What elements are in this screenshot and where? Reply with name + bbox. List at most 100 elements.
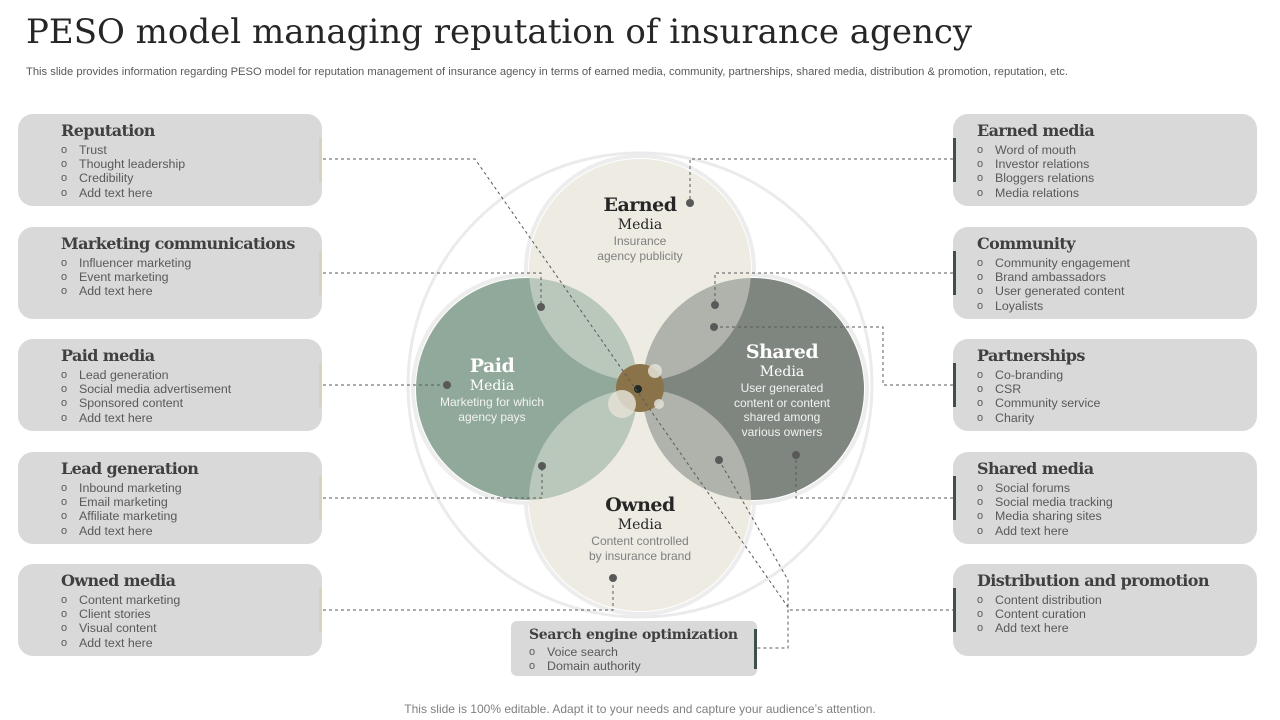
list-item: Add text here (61, 636, 312, 650)
bubble-tiny (654, 399, 664, 409)
connector-shared-media (795, 455, 953, 499)
card-distribution-and-promotion: Distribution and promotion Content distr… (953, 564, 1257, 656)
connector-marketing-communications (323, 272, 542, 307)
card-community: Community Community engagement Brand amb… (953, 227, 1257, 319)
owned-subtitle: Media (617, 517, 663, 533)
list-item: Trust (61, 143, 312, 157)
list-item: Loyalists (977, 299, 1247, 313)
list-item: Add text here (977, 524, 1247, 538)
list-item: Voice search (529, 645, 747, 659)
card-title: Reputation (61, 121, 155, 140)
list-item: Content marketing (61, 593, 312, 607)
card-reputation: Reputation Trust Thought leadership Cred… (18, 114, 322, 206)
list-item: Event marketing (61, 270, 312, 284)
list-item: User generated content (977, 284, 1247, 298)
shared-title: Shared (745, 341, 819, 363)
list-item: Credibility (61, 171, 312, 185)
connector-reputation (323, 158, 953, 611)
card-lead-generation: Lead generation Inbound marketing Email … (18, 452, 322, 544)
card-title: Earned media (977, 121, 1095, 140)
list-item: Content curation (977, 607, 1247, 621)
connector-community (714, 272, 953, 305)
list-item: Client stories (61, 607, 312, 621)
list-item: Domain authority (529, 659, 747, 673)
card-title: Lead generation (61, 459, 199, 478)
paid-description: Marketing for which agency pays (439, 395, 545, 424)
card-shared-media: Shared media Social forums Social media … (953, 452, 1257, 544)
card-list: Voice search Domain authority (529, 645, 747, 674)
list-item: Visual content (61, 621, 312, 635)
owned-title: Owned (605, 494, 675, 516)
card-title: Community (977, 234, 1076, 253)
earned-overlay (529, 159, 751, 381)
owned-label: Owned Media Content controlled by insura… (560, 494, 720, 563)
card-list: Lead generation Social media advertiseme… (61, 368, 312, 425)
card-paid-media: Paid media Lead generation Social media … (18, 339, 322, 431)
card-partnerships: Partnerships Co-branding CSR Community s… (953, 339, 1257, 431)
card-list: Social forums Social media tracking Medi… (977, 481, 1247, 538)
shared-label: Shared Media User generated content or c… (712, 341, 852, 439)
connector-lines (323, 158, 953, 649)
owned-description: Content controlled by insurance brand (588, 534, 692, 563)
card-title: Search engine optimization (529, 627, 738, 643)
connector-dots (443, 199, 800, 582)
list-item: Content distribution (977, 593, 1247, 607)
earned-description: Insurance agency publicity (597, 234, 683, 263)
shared-description: User generated content or content shared… (733, 381, 831, 439)
list-item: Social media advertisement (61, 382, 312, 396)
list-item: Word of mouth (977, 143, 1247, 157)
card-list: Trust Thought leadership Credibility Add… (61, 143, 312, 200)
card-title: Partnerships (977, 346, 1085, 365)
card-list: Inbound marketing Email marketing Affili… (61, 481, 312, 538)
card-list: Word of mouth Investor relations Blogger… (977, 143, 1247, 200)
earned-title: Earned (603, 194, 678, 216)
paid-title: Paid (469, 355, 515, 377)
card-title: Owned media (61, 571, 176, 590)
list-item: Add text here (61, 284, 312, 298)
list-item: Influencer marketing (61, 256, 312, 270)
list-item: Community engagement (977, 256, 1247, 270)
earned-subtitle: Media (617, 217, 663, 233)
card-title: Marketing communications (61, 234, 295, 253)
paid-label: Paid Media Marketing for which agency pa… (421, 355, 563, 424)
card-title: Paid media (61, 346, 155, 365)
list-item: Co-branding (977, 368, 1247, 382)
shared-subtitle: Media (759, 364, 805, 380)
shared-circle (642, 278, 864, 500)
list-item: Social forums (977, 481, 1247, 495)
list-item: Lead generation (61, 368, 312, 382)
page-subtitle: This slide provides information regardin… (26, 66, 1069, 78)
list-item: Charity (977, 411, 1247, 425)
connector-owned-media (323, 578, 614, 611)
earned-label: Earned Media Insurance agency publicity (560, 194, 720, 263)
list-item: Thought leadership (61, 157, 312, 171)
bubble-small (648, 364, 662, 378)
card-list: Community engagement Brand ambassadors U… (977, 256, 1247, 313)
list-item: CSR (977, 382, 1247, 396)
paid-circle (416, 278, 638, 500)
list-item: Add text here (61, 186, 312, 200)
footer-note: This slide is 100% editable. Adapt it to… (404, 702, 876, 716)
connector-partnerships (714, 326, 953, 386)
owned-overlay (529, 389, 751, 611)
list-item: Bloggers relations (977, 171, 1247, 185)
card-owned-media: Owned media Content marketing Client sto… (18, 564, 322, 656)
page-title: PESO model managing reputation of insura… (26, 12, 973, 52)
card-title: Shared media (977, 459, 1094, 478)
card-title: Distribution and promotion (977, 571, 1209, 590)
card-list: Co-branding CSR Community service Charit… (977, 368, 1247, 425)
list-item: Media sharing sites (977, 509, 1247, 523)
list-item: Media relations (977, 186, 1247, 200)
card-list: Content marketing Client stories Visual … (61, 593, 312, 650)
connector-lead-generation (323, 466, 543, 499)
bubble-large (608, 390, 636, 418)
card-earned-media: Earned media Word of mouth Investor rela… (953, 114, 1257, 206)
list-item: Brand ambassadors (977, 270, 1247, 284)
list-item: Affiliate marketing (61, 509, 312, 523)
card-search-engine-optimization: Search engine optimization Voice search … (511, 621, 757, 676)
list-item: Inbound marketing (61, 481, 312, 495)
list-item: Add text here (61, 411, 312, 425)
card-list: Content distribution Content curation Ad… (977, 593, 1247, 636)
list-item: Sponsored content (61, 396, 312, 410)
